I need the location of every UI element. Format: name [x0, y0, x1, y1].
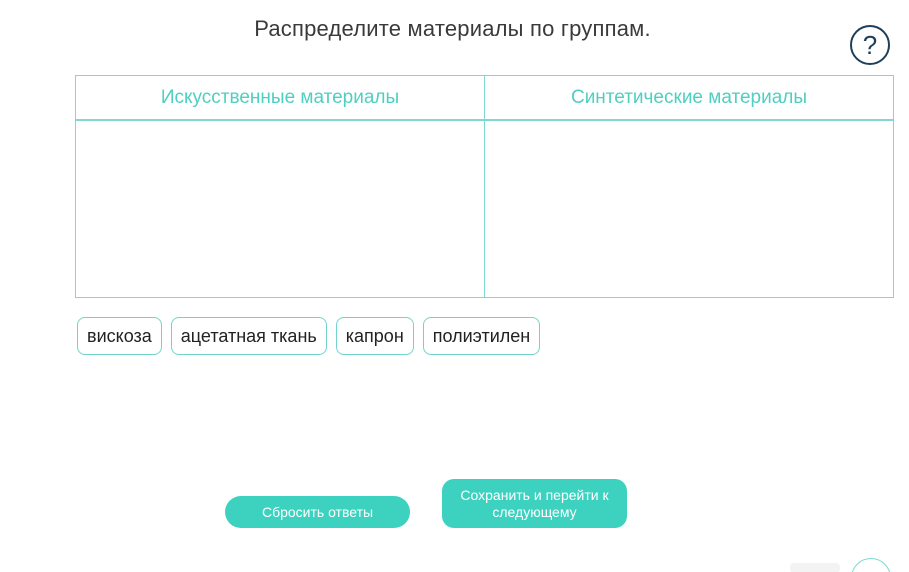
help-button[interactable]: ?	[850, 25, 890, 65]
reset-answers-button[interactable]: Сбросить ответы	[225, 496, 410, 528]
column-synthetic: Синтетические материалы	[484, 76, 893, 297]
question-mark-icon: ?	[862, 29, 878, 60]
column-artificial: Искусственные материалы	[76, 76, 484, 297]
chip-polyethylene[interactable]: полиэтилен	[422, 317, 541, 355]
column-header-synthetic: Синтетические материалы	[485, 76, 893, 121]
chip-acetate-fabric[interactable]: ацетатная ткань	[170, 317, 327, 355]
chip-viscose[interactable]: вискоза	[77, 317, 162, 355]
answer-chips: вискоза ацетатная ткань капрон полиэтиле…	[77, 317, 541, 355]
drop-zone-artificial[interactable]	[76, 121, 484, 297]
drop-zone-synthetic[interactable]	[485, 121, 893, 297]
column-header-artificial: Искусственные материалы	[76, 76, 484, 121]
task-title: Распределите материалы по группам.	[254, 16, 651, 41]
chip-capron[interactable]: капрон	[335, 317, 414, 355]
save-and-next-button[interactable]: Сохранить и перейти к следующему	[442, 479, 627, 528]
footer-hint	[790, 563, 840, 572]
sort-table: Искусственные материалы Синтетические ма…	[75, 75, 894, 298]
next-circle-icon[interactable]	[851, 558, 891, 572]
